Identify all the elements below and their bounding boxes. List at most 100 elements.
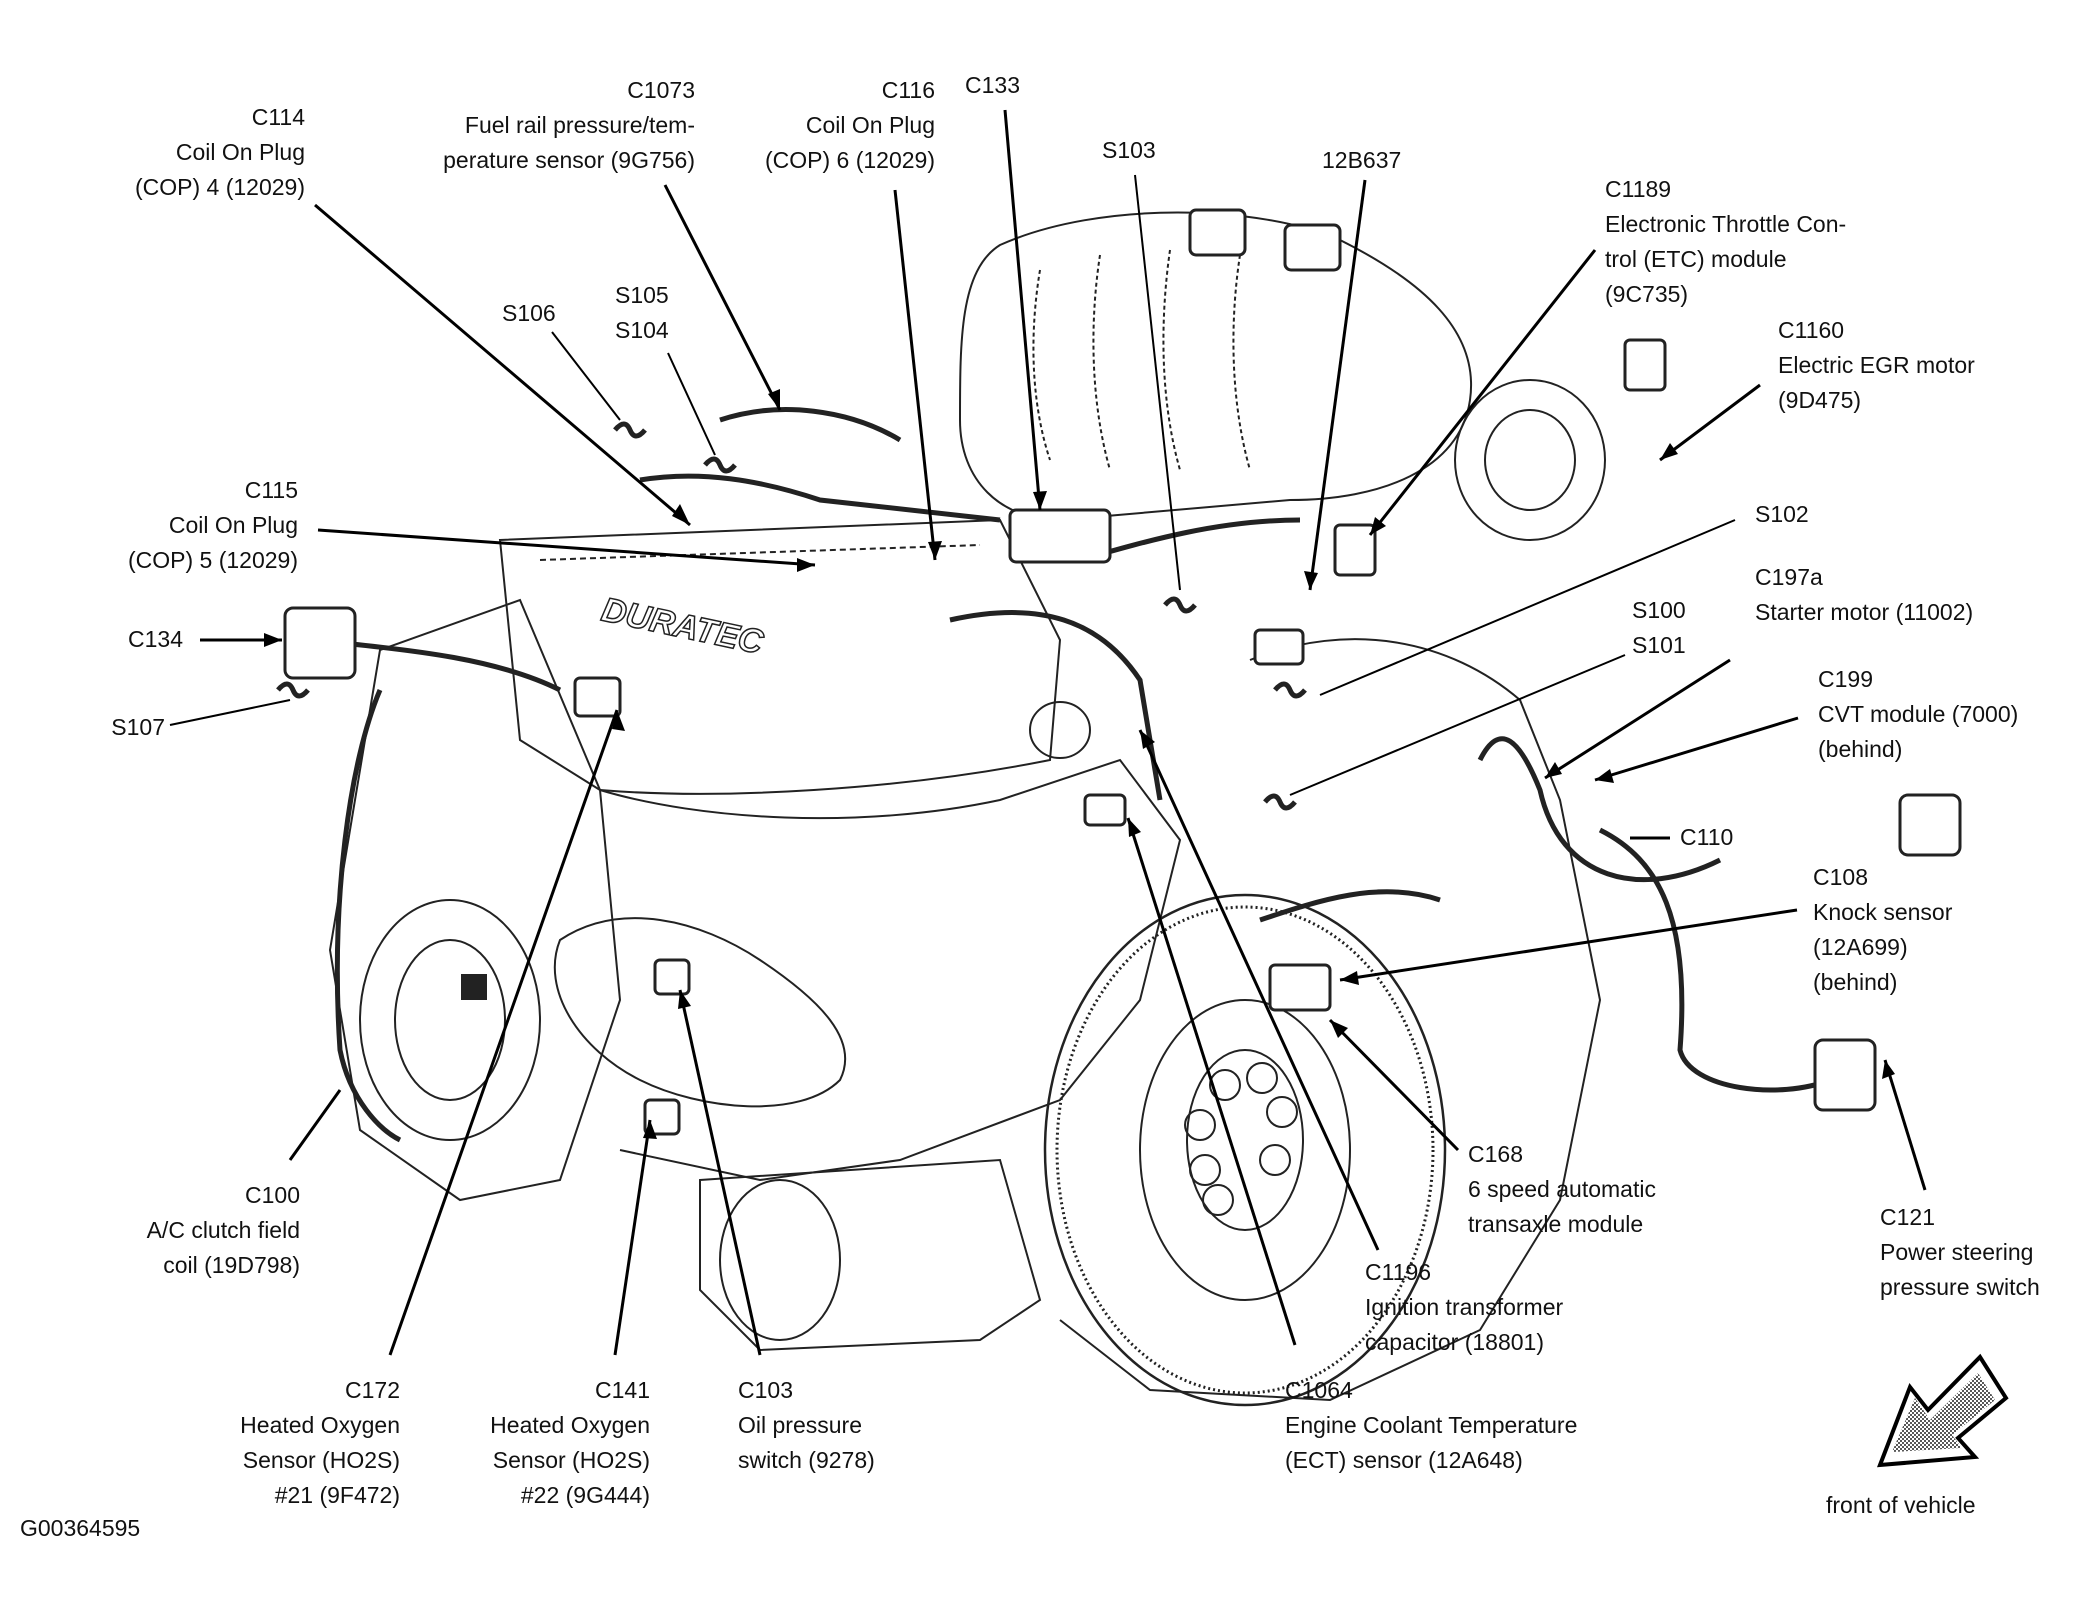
callout-code: C172: [345, 1377, 400, 1403]
callout-code: C134: [128, 626, 183, 652]
callout-desc: (ECT) sensor (12A648): [1285, 1447, 1523, 1473]
crank-pulley: [719, 1179, 841, 1341]
callout-code: C103: [738, 1377, 793, 1403]
callout-desc: (COP) 4 (12029): [134, 174, 305, 200]
callout-code: 12B637: [1322, 147, 1402, 173]
callout-code: S102: [1755, 501, 1809, 527]
callout-desc: Heated Oxygen: [240, 1412, 400, 1438]
callout-C172: C172 Heated Oxygen Sensor (HO2S) #21 (9F…: [240, 1373, 400, 1513]
callout-desc: Fuel rail pressure/tem-: [464, 112, 695, 138]
callout-code: C1189: [1605, 176, 1672, 202]
callout-desc: (9D475): [1778, 387, 1862, 413]
leader-C133: [1003, 109, 1042, 511]
callout-desc: #22 (9G444): [520, 1482, 650, 1508]
leader-S102: [1319, 519, 1736, 696]
callout-code: C133: [965, 72, 1020, 98]
callout-C199: C199 CVT module (7000) (behind): [1818, 662, 2018, 767]
callout-C133: C133: [965, 68, 1020, 103]
callout-code: S103: [1102, 137, 1156, 163]
callout-desc: Power steering: [1880, 1239, 2034, 1265]
transaxle-housing: [1059, 638, 1602, 1402]
valve-cover: [498, 518, 1062, 795]
callout-C1064: C1064 Engine Coolant Temperature (ECT) s…: [1285, 1373, 1577, 1478]
callout-desc: transaxle module: [1468, 1211, 1644, 1237]
callout-desc: Coil On Plug: [805, 112, 935, 138]
callout-code: C100: [245, 1182, 300, 1208]
callout-S100-S101: S100 S101: [1632, 593, 1686, 663]
callout-desc: switch (9278): [738, 1447, 875, 1473]
callout-code: C108: [1813, 864, 1868, 890]
callout-code: C1196: [1365, 1259, 1432, 1285]
leader-C116: [893, 189, 937, 561]
oil-pan: [699, 1158, 1042, 1352]
callout-code: C141: [595, 1377, 650, 1403]
leader-C168: [1328, 1018, 1460, 1152]
leader-C1073: [663, 184, 782, 411]
callout-code: S101: [1632, 632, 1686, 658]
callout-desc: (COP) 5 (12029): [127, 547, 298, 573]
flywheel: [1043, 893, 1447, 1407]
callout-desc: Knock sensor: [1813, 899, 1953, 925]
callout-code: C115: [244, 477, 298, 503]
callout-desc: Starter motor (11002): [1755, 599, 1974, 625]
callout-C121: C121 Power steering pressure switch: [1880, 1200, 2040, 1305]
leader-C199: [1544, 658, 1731, 780]
throttle-body: [1454, 379, 1606, 541]
callout-desc: Electric EGR motor: [1778, 352, 1975, 378]
callout-C1073: C1073 Fuel rail pressure/tem- perature s…: [443, 73, 695, 178]
callout-code: C1160: [1778, 317, 1845, 343]
callout-desc: trol (ETC) module: [1605, 246, 1787, 272]
callout-C116: C116 Coil On Plug (COP) 6 (12029): [765, 73, 935, 178]
callout-desc: (9C735): [1605, 281, 1689, 307]
leader-C103: [678, 989, 762, 1356]
callout-code: C168: [1468, 1141, 1523, 1167]
callout-desc: Ignition transformer: [1365, 1294, 1564, 1320]
callout-code: C197a: [1755, 564, 1823, 590]
leader-S106: [551, 331, 621, 421]
callout-code: S105: [615, 282, 669, 308]
callout-desc: coil (19D798): [163, 1252, 300, 1278]
leader-S103: [1134, 174, 1181, 591]
leader-C199b: [1594, 716, 1799, 782]
callout-S102: S102: [1755, 497, 1809, 532]
front-of-vehicle-label: front of vehicle: [1826, 1492, 1976, 1518]
callout-C1160: C1160 Electric EGR motor (9D475): [1778, 313, 1975, 418]
callout-desc: CVT module (7000): [1818, 701, 2019, 727]
callout-code: C121: [1880, 1204, 1935, 1230]
callout-S106: S106: [502, 296, 556, 331]
ac-compressor: [359, 899, 541, 1141]
exhaust-manifold: [553, 917, 847, 1108]
engine-body: [276, 208, 1962, 1407]
flywheel-bolts: [1184, 1062, 1298, 1216]
callout-C115: C115 Coil On Plug (COP) 5 (12029): [128, 473, 298, 578]
callout-C103: C103 Oil pressure switch (9278): [738, 1373, 875, 1478]
leader-C100: [288, 1089, 342, 1161]
callout-desc: 6 speed automatic: [1468, 1176, 1656, 1202]
callout-code: C1064: [1285, 1377, 1353, 1403]
leader-C115: [317, 528, 816, 567]
callout-code: C110: [1680, 824, 1734, 850]
callout-code: C116: [881, 77, 935, 103]
leader-lines: [169, 109, 1927, 1356]
connectors: [283, 208, 1962, 1136]
callout-S103: S103: [1102, 133, 1156, 168]
callout-desc: (12A699): [1813, 934, 1908, 960]
callout-desc: (behind): [1818, 736, 1903, 762]
leader-C141: [613, 1119, 652, 1356]
callout-code: C114: [251, 104, 305, 130]
callout-desc: Sensor (HO2S): [242, 1447, 400, 1473]
callout-C110: C110: [1680, 820, 1733, 855]
callout-desc: Heated Oxygen: [490, 1412, 650, 1438]
callout-code: S100: [1632, 597, 1686, 623]
splices: [276, 421, 1307, 811]
callout-desc: A/C clutch field: [146, 1217, 300, 1243]
leader-C1189: [1368, 249, 1597, 536]
callout-desc: (COP) 6 (12029): [764, 147, 935, 173]
leader-C108: [1339, 908, 1798, 982]
leader-C114: [314, 203, 691, 527]
callout-code: S104: [615, 317, 669, 343]
leader-S100: [1289, 654, 1626, 796]
leader-S107: [169, 699, 291, 726]
leader-C121: [1883, 1059, 1927, 1191]
